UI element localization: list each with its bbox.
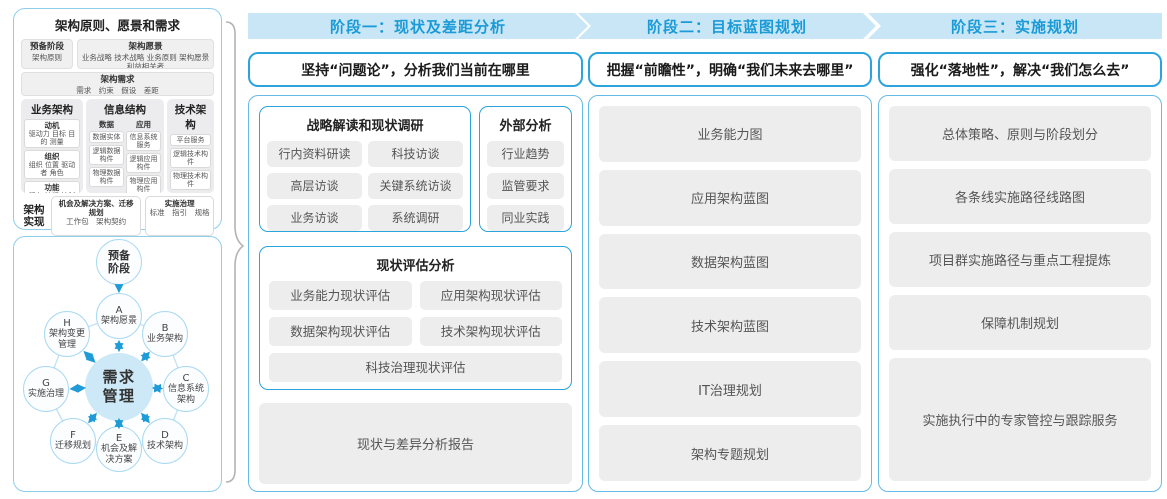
phase-2-item: 应用架构蓝图 — [599, 169, 861, 226]
assessment-item: 应用架构现状评估 — [419, 281, 562, 310]
business-group-box: 功能 服务 流程 控制 功能 — [24, 181, 80, 193]
information-structure-section: 信息结构 数据 数据实体逻辑数据构件物理数据构件 应用 信息系统服务逻辑应用构件… — [86, 99, 164, 193]
brace-connector — [225, 21, 245, 483]
architecture-sections-row: 业务架构 动机 驱动力 目标 目的 测量 组织 组织 位置 驱动者 角色 功能 … — [21, 99, 214, 193]
phase-2-item: 架构专题规划 — [599, 425, 861, 481]
phase-2-subtitle: 把握“前瞻性”，明确“我们未来去哪里” — [588, 52, 872, 87]
architecture-requirements-box: 架构需求 需求 约束 假设 差距 — [21, 72, 214, 96]
data-item-box: 物理数据构件 — [89, 167, 124, 188]
adm-node-circle: F 迁移规划 — [50, 418, 96, 464]
adm-node-circle: C 信息系统架构 — [163, 366, 209, 412]
phase-1-header: 阶段一：现状及差距分析 — [248, 13, 588, 39]
strategy-item: 科技访谈 — [368, 141, 463, 167]
phase-2-item: 技术架构蓝图 — [599, 297, 861, 354]
technology-architecture-section: 技术架构 平台服务逻辑技术构件物理技术构件 — [167, 99, 214, 193]
adm-cycle-panel: 需求管理 预备阶段 A 架构愿景 B 业务架构 C 信息系统架构 D 技术架构 … — [13, 236, 222, 492]
architecture-realization-row: 架构实现 机会及解决方案、迁移规划 工作包 架构契约 实施治理 标准 指引 规格 — [21, 196, 214, 236]
strategy-item: 高层访谈 — [267, 173, 362, 199]
external-item: 行业趋势 — [487, 141, 564, 167]
tech-item-box: 逻辑技术构件 — [170, 148, 211, 169]
panel-title: 架构原则、愿景和需求 — [54, 18, 180, 33]
architecture-vision-box: 架构愿景 业务战略 技术战略 业务原则 架构愿景 利益相关者 — [77, 39, 214, 69]
phase-1-top-groups: 战略解读和现状调研 行内资料研读科技访谈高层访谈关键系统访谈业务访谈系统调研 外… — [259, 106, 572, 232]
phase-2-column: 业务能力图应用架构蓝图数据架构蓝图技术架构蓝图 IT治理规划架构专题规划 — [588, 95, 872, 492]
realization-box: 实施治理 标准 指引 规格 — [145, 196, 214, 236]
adm-node-circle: E 机会及解决方案 — [96, 426, 142, 472]
phase-2-item: 业务能力图 — [599, 106, 861, 162]
phase-2-item: 数据架构蓝图 — [599, 233, 861, 290]
assessment-analysis-box: 现状评估分析 业务能力现状评估应用架构现状评估数据架构现状评估技术架构现状评估科… — [259, 246, 572, 390]
phase-2-header: 阶段二：目标蓝图规划 — [578, 13, 876, 39]
gap-analysis-report-box: 现状与差异分析报告 — [259, 403, 572, 484]
phase-1-column: 战略解读和现状调研 行内资料研读科技访谈高层访谈关键系统访谈业务访谈系统调研 外… — [248, 95, 583, 492]
business-group-box: 组织 组织 位置 驱动者 角色 — [24, 150, 80, 180]
strategy-item: 关键系统访谈 — [368, 173, 463, 199]
phase-3-subtitle: 强化“落地性”，解决“我们怎么去” — [878, 52, 1162, 87]
requirements-row: 架构需求 需求 约束 假设 差距 — [21, 72, 214, 96]
strategy-research-box: 战略解读和现状调研 行内资料研读科技访谈高层访谈关键系统访谈业务访谈系统调研 — [259, 106, 471, 232]
strategy-item: 业务访谈 — [267, 205, 362, 231]
phase-3-column: 总体策略、原则与阶段划分各条线实施路径线路图项目群实施路径与重点工程提炼保障机制… — [878, 95, 1162, 492]
external-analysis-box: 外部分析 行业趋势监管要求同业实践 — [479, 106, 572, 232]
application-item-box: 逻辑应用构件 — [126, 153, 161, 174]
adm-node-circle: G 实施治理 — [23, 366, 69, 412]
external-item: 监管要求 — [487, 173, 564, 199]
phase-1-subtitle: 坚持“问题论”，分析我们当前在哪里 — [248, 52, 583, 87]
assessment-item: 数据架构现状评估 — [269, 317, 412, 346]
realization-box: 机会及解决方案、迁移规划 工作包 架构契约 — [51, 196, 142, 236]
business-group-box: 动机 驱动力 目标 目的 测量 — [24, 119, 80, 149]
external-item: 同业实践 — [487, 205, 564, 231]
data-column: 数据 数据实体逻辑数据构件物理数据构件 — [89, 119, 124, 193]
assessment-item: 业务能力现状评估 — [269, 281, 412, 310]
phase-3-header: 阶段三：实施规划 — [868, 13, 1162, 39]
adm-node-circle: B 业务架构 — [142, 311, 188, 357]
principles-vision-requirements-panel: 架构原则、愿景和需求 预备阶段 架构原则 架构愿景 业务战略 技术战略 业务原则… — [13, 8, 222, 236]
phase-2-item: IT治理规划 — [599, 361, 861, 418]
preparation-phase-box: 预备阶段 架构原则 — [21, 39, 73, 69]
application-item-box: 物理应用构件 — [126, 175, 161, 193]
phase-3-item: 项目群实施路径与重点工程提炼 — [889, 232, 1151, 287]
adm-node-circle: D 技术架构 — [142, 418, 188, 464]
preparation-phase-circle: 预备阶段 — [96, 239, 142, 285]
assessment-item: 技术架构现状评估 — [419, 317, 562, 346]
assessment-item: 科技治理现状评估 — [269, 353, 562, 382]
strategy-item: 行内资料研读 — [267, 141, 362, 167]
data-item-box: 数据实体 — [89, 131, 124, 144]
realization-label: 架构实现 — [23, 203, 45, 228]
phase-3-item: 各条线实施路径线路图 — [889, 169, 1151, 224]
phase-3-item: 总体策略、原则与阶段划分 — [889, 106, 1151, 161]
adm-node-circle: H 架构变更管理 — [44, 311, 90, 357]
phase-3-item: 保障机制规划 — [889, 295, 1151, 350]
strategy-item: 系统调研 — [368, 205, 463, 231]
info-columns: 数据 数据实体逻辑数据构件物理数据构件 应用 信息系统服务逻辑应用构件物理应用构… — [89, 119, 161, 193]
application-item-box: 信息系统服务 — [126, 131, 161, 152]
application-column: 应用 信息系统服务逻辑应用构件物理应用构件 — [126, 119, 161, 193]
tech-item-box: 平台服务 — [170, 134, 211, 147]
phase-3-item: 实施执行中的专家管控与跟踪服务 — [889, 358, 1151, 481]
data-item-box: 逻辑数据构件 — [89, 145, 124, 166]
adm-node-circle: A 架构愿景 — [96, 293, 142, 339]
business-architecture-section: 业务架构 动机 驱动力 目标 目的 测量 组织 组织 位置 驱动者 角色 功能 … — [21, 99, 83, 193]
tech-item-box: 物理技术构件 — [170, 170, 211, 191]
prep-vision-row: 预备阶段 架构原则 架构愿景 业务战略 技术战略 业务原则 架构愿景 利益相关者 — [21, 39, 214, 69]
requirements-management-circle: 需求管理 — [85, 353, 153, 421]
